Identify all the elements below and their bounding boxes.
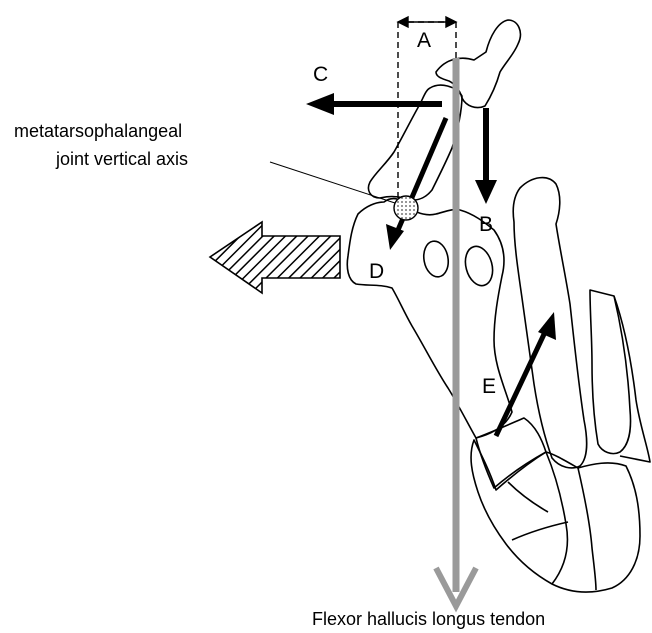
force-arrow-d [386, 118, 446, 250]
label-c: C [313, 64, 328, 85]
force-arrow-b [475, 108, 497, 204]
label-a: A [417, 30, 431, 51]
cuneiform-divisions [508, 452, 596, 590]
tendon-line [436, 58, 476, 606]
tendon-label: Flexor hallucis longus tendon [312, 610, 545, 628]
label-b: B [479, 214, 493, 235]
joint-label-line2: joint vertical axis [56, 150, 188, 168]
hatched-resultant-arrow [210, 222, 340, 293]
joint-leader-line [270, 162, 398, 204]
third-ray [590, 290, 631, 454]
hallux-distal-phalanx [436, 20, 520, 108]
tarsal-bones [471, 440, 640, 592]
label-e: E [482, 376, 496, 397]
label-d: D [369, 261, 384, 282]
sesamoid-medial [421, 239, 451, 279]
joint-axis-marker [394, 196, 418, 220]
joint-label-line1: metatarsophalangeal [14, 122, 182, 140]
force-arrow-c [306, 93, 442, 115]
dimension-arrow-a [398, 17, 456, 27]
sesamoid-lateral [461, 243, 496, 288]
